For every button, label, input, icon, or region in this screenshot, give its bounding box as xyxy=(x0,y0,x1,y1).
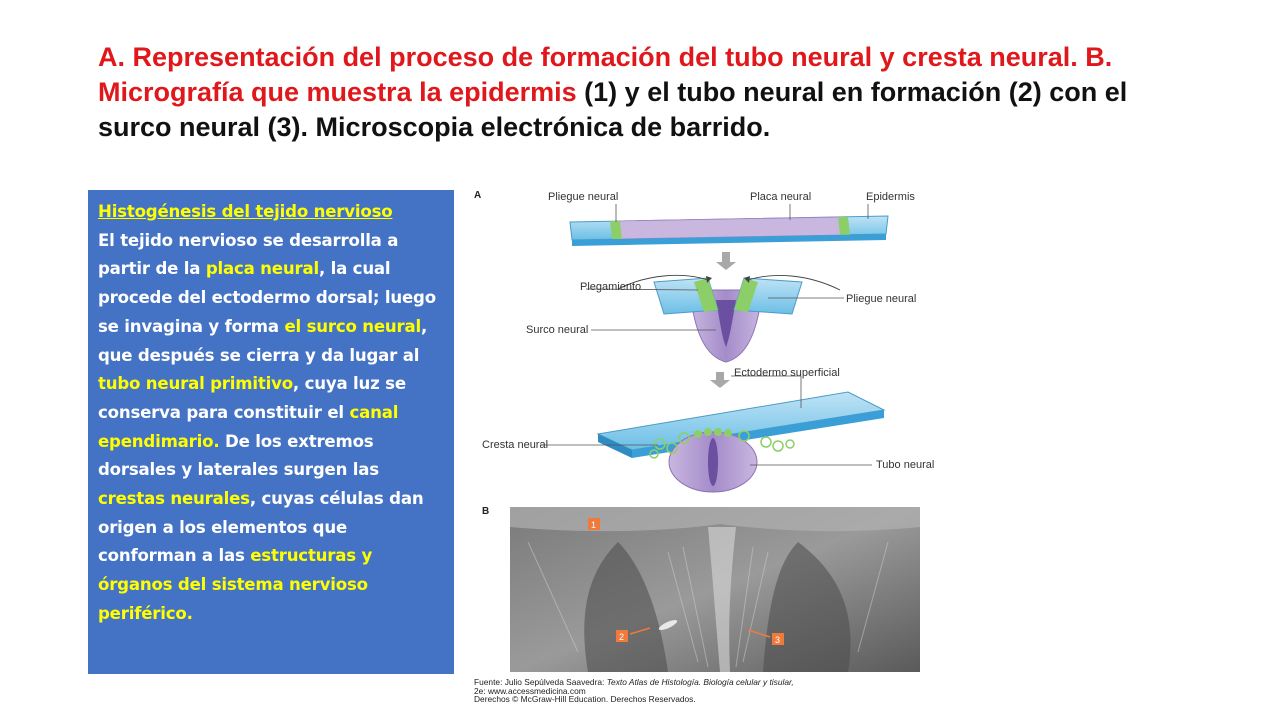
title-black-part: (1) y el tubo neural en formación (2) co… xyxy=(98,77,1128,142)
panel-a-label: A xyxy=(474,190,481,201)
paragraph-text: , la cual procede del ectodermo dorsal; … xyxy=(98,259,436,336)
neural-tube-figure: A Pliegue neural Placa neural Epidermis xyxy=(468,182,968,702)
textbox-paragraph: El tejido nervioso se desarrolla a parti… xyxy=(98,227,444,629)
marker-3: 3 xyxy=(775,635,780,645)
label-epidermis: Epidermis xyxy=(866,191,915,203)
down-arrow-icon xyxy=(716,252,736,270)
label-surco-neural: Surco neural xyxy=(526,324,588,336)
label-plegamiento: Plegamiento xyxy=(580,281,641,293)
label-pliegue-neural-top: Pliegue neural xyxy=(548,191,618,203)
histogenesis-textbox: Histogénesis del tejido nervioso El teji… xyxy=(88,190,454,674)
textbox-heading: Histogénesis del tejido nervioso xyxy=(98,202,393,221)
highlighted-term: tubo neural primitivo xyxy=(98,374,293,394)
slide-title: A. Representación del proceso de formaci… xyxy=(98,40,1178,145)
paragraph-text: , cuyas células dan origen a los element… xyxy=(98,489,424,566)
paragraph-text: De los extremos dorsales y laterales sur… xyxy=(98,431,379,480)
neural-tube-stage xyxy=(540,375,886,493)
title-red-part: A. Representación del proceso de formaci… xyxy=(98,42,1113,107)
highlighted-term: el surco neural xyxy=(284,316,422,336)
label-pliegue-neural-mid: Pliegue neural xyxy=(846,293,916,305)
paragraph-text: , cuya luz se conserva para constituir e… xyxy=(98,374,406,422)
down-arrow-icon xyxy=(710,372,730,388)
figure-credit: Fuente: Julio Sepúlveda Saavedra: Texto … xyxy=(474,678,974,704)
paragraph-text: El tejido nervioso se desarrolla a parti… xyxy=(98,230,399,279)
label-cresta-neural: Cresta neural xyxy=(482,439,548,451)
panel-b-label: B xyxy=(482,506,489,517)
credit-source: Fuente: Julio Sepúlveda Saavedra: xyxy=(474,677,607,687)
highlighted-term: canal ependimario. xyxy=(98,402,399,451)
credit-website: 2e: www.accessmedicina.com xyxy=(474,685,586,696)
label-placa-neural: Placa neural xyxy=(750,191,811,203)
highlighted-term: crestas neurales xyxy=(98,489,250,509)
neural-plate-stage xyxy=(569,204,889,246)
paragraph-text: , que después se cierra y da lugar al xyxy=(98,316,428,365)
label-ectodermo-superficial: Ectodermo superficial xyxy=(734,367,840,379)
highlighted-term: estructuras y órganos del sistema nervio… xyxy=(98,546,373,623)
credit-book-title: Texto Atlas de Histología. Biología celu… xyxy=(606,677,794,687)
sem-micrograph: 1 2 3 xyxy=(510,507,920,672)
credit-rights: Derechos © McGraw-Hill Education. Derech… xyxy=(474,694,696,705)
marker-2: 2 xyxy=(619,632,624,642)
diagram-svg: A Pliegue neural Placa neural Epidermis xyxy=(474,190,934,672)
highlighted-term: placa neural xyxy=(205,259,319,279)
marker-1: 1 xyxy=(591,520,596,530)
label-tubo-neural: Tubo neural xyxy=(876,459,934,471)
folding-stage xyxy=(585,274,844,363)
